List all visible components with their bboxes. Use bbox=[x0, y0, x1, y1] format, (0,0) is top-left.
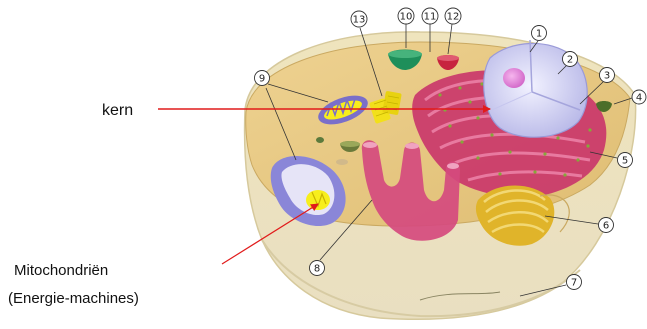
nucleolus bbox=[503, 68, 525, 88]
callout-11: 11 bbox=[422, 8, 438, 24]
callout-7: 7 bbox=[567, 275, 582, 290]
callout-1: 1 bbox=[532, 26, 547, 41]
svg-text:11: 11 bbox=[424, 12, 437, 23]
svg-text:10: 10 bbox=[400, 12, 413, 23]
callout-5: 5 bbox=[618, 153, 633, 168]
callout-2: 2 bbox=[563, 52, 578, 67]
mitochondria-label-line1: Mitochondriën bbox=[14, 262, 108, 279]
svg-text:12: 12 bbox=[447, 12, 460, 23]
callout-4: 4 bbox=[632, 90, 646, 104]
svg-text:9: 9 bbox=[259, 74, 265, 85]
callout-6: 6 bbox=[599, 218, 614, 233]
callout-8: 8 bbox=[310, 261, 325, 276]
callout-12: 12 bbox=[445, 8, 461, 24]
svg-text:8: 8 bbox=[314, 264, 320, 275]
svg-text:1: 1 bbox=[536, 29, 542, 40]
svg-text:2: 2 bbox=[567, 55, 573, 66]
callout-3: 3 bbox=[600, 68, 615, 83]
mitochondria-label-line2: (Energie-machines) bbox=[8, 290, 139, 307]
callout-10: 10 bbox=[398, 8, 414, 24]
svg-text:3: 3 bbox=[604, 71, 610, 82]
svg-text:13: 13 bbox=[353, 15, 366, 26]
svg-text:6: 6 bbox=[603, 221, 609, 232]
svg-text:5: 5 bbox=[622, 156, 628, 167]
kern-label: kern bbox=[102, 102, 133, 119]
callout-13: 13 bbox=[351, 11, 367, 27]
svg-text:4: 4 bbox=[636, 93, 642, 104]
callout-9: 9 bbox=[255, 71, 270, 86]
svg-text:7: 7 bbox=[571, 278, 577, 289]
